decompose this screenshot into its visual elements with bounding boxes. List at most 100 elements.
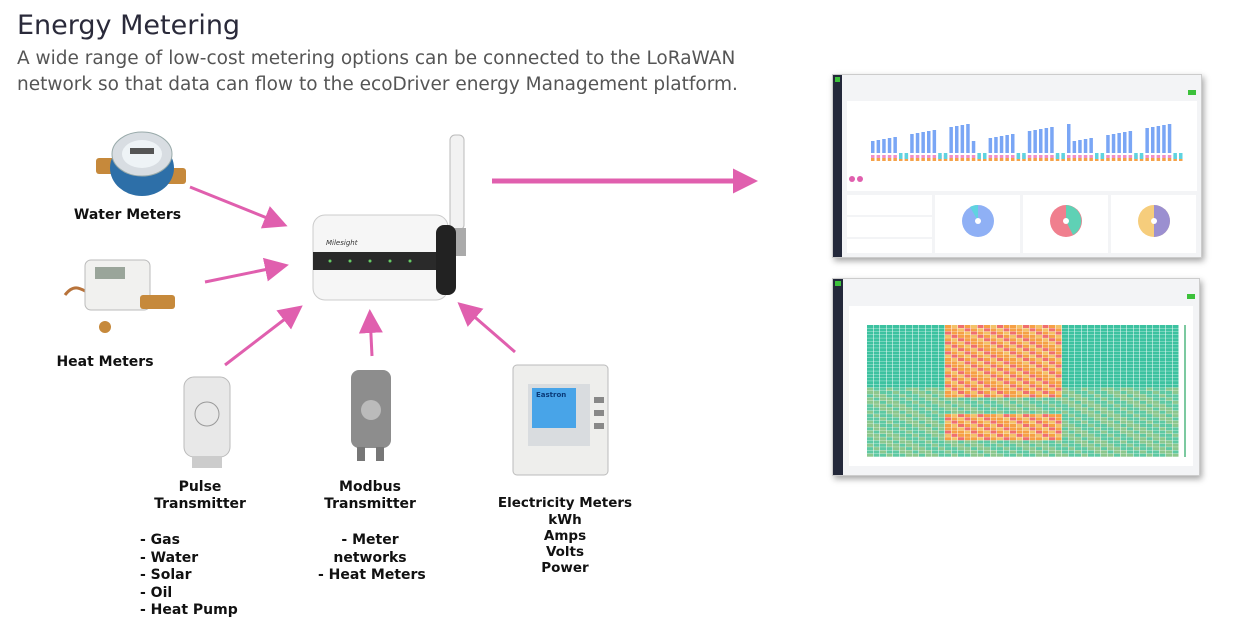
thumbnail-mark xyxy=(1094,437,1101,441)
thumbnail-mark xyxy=(919,443,925,447)
thumbnail-mark xyxy=(1133,384,1140,388)
thumbnail-mark xyxy=(951,338,958,342)
thumbnail-mark xyxy=(1055,453,1062,457)
thumbnail-mark xyxy=(1107,334,1114,338)
thumbnail-mark xyxy=(893,427,899,431)
thumbnail-mark xyxy=(893,348,899,352)
thumbnail-mark xyxy=(1120,453,1127,457)
thumbnail-mark xyxy=(1101,384,1107,388)
thumbnail-mark xyxy=(1042,400,1049,404)
thumbnail-mark xyxy=(1016,354,1023,358)
thumbnail-mark xyxy=(1107,358,1114,361)
thumbnail-mark xyxy=(958,430,964,434)
thumbnail-mark xyxy=(919,331,925,335)
thumbnail-mark xyxy=(1111,155,1116,158)
thumbnail-mark xyxy=(1088,407,1094,411)
thumbnail-mark xyxy=(867,424,873,427)
thumbnail-mark xyxy=(1042,404,1049,408)
thumbnail-mark xyxy=(906,325,912,328)
thumbnail-mark xyxy=(880,348,886,352)
thumbnail-mark xyxy=(1127,433,1133,437)
thumbnail-mark xyxy=(880,407,886,411)
thumbnail-mark xyxy=(938,397,945,401)
thumbnail-mark xyxy=(971,361,977,365)
thumbnail-mark xyxy=(1114,417,1120,421)
thumbnail-mark xyxy=(1107,433,1114,437)
thumbnail-mark xyxy=(1023,374,1029,378)
thumbnail-mark xyxy=(945,354,951,358)
thumbnail-mark xyxy=(997,410,1003,414)
thumbnail-mark xyxy=(1003,348,1010,352)
thumbnail-mark xyxy=(1029,381,1036,385)
thumbnail-mark xyxy=(1094,410,1101,414)
water-meters-label: Water Meters xyxy=(73,207,182,223)
thumbnail-mark xyxy=(906,328,912,332)
thumbnail-mark xyxy=(1167,124,1172,153)
thumbnail-mark xyxy=(1068,430,1075,434)
thumbnail-mark xyxy=(938,153,942,159)
thumbnail-mark xyxy=(919,427,925,431)
thumbnail-mark xyxy=(893,331,899,335)
thumbnail-mark xyxy=(925,377,932,381)
thumbnail-mark xyxy=(1010,427,1016,431)
thumbnail-mark xyxy=(945,407,951,411)
thumbnail-mark xyxy=(1120,381,1127,385)
thumbnail-mark xyxy=(925,410,932,414)
thumbnail-mark xyxy=(1101,328,1107,332)
thumbnail-mark xyxy=(964,374,971,378)
thumbnail-mark xyxy=(1101,430,1107,434)
thumbnail-mark xyxy=(1049,391,1055,394)
thumbnail-mark xyxy=(1068,341,1075,345)
thumbnail-mark xyxy=(925,354,932,358)
thumbnail-mark xyxy=(977,338,984,342)
thumbnail-mark xyxy=(1114,394,1120,398)
thumbnail-mark xyxy=(938,407,945,411)
thumbnail-mark xyxy=(1068,420,1075,424)
thumbnail-mark xyxy=(932,358,938,361)
thumbnail-mark xyxy=(943,153,948,159)
thumbnail-mark xyxy=(1042,433,1049,437)
thumbnail-mark xyxy=(925,433,932,437)
thumbnail-mark xyxy=(951,410,958,414)
thumbnail-mark xyxy=(1068,384,1075,388)
thumbnail-mark xyxy=(971,440,977,444)
thumbnail-mark xyxy=(984,437,990,441)
thumbnail-mark xyxy=(1127,328,1133,332)
thumbnail-mark xyxy=(1159,371,1166,375)
thumbnail-mark xyxy=(958,367,964,371)
thumbnail-mark xyxy=(997,443,1003,447)
thumbnail-mark xyxy=(932,414,938,418)
arrow-water-to-gateway xyxy=(189,185,288,229)
thumbnail-mark xyxy=(867,328,873,332)
thumbnail-mark xyxy=(971,358,977,361)
thumbnail-mark xyxy=(984,400,990,404)
thumbnail-mark xyxy=(1133,391,1140,394)
thumbnail-mark xyxy=(925,381,932,385)
thumbnail-mark xyxy=(932,377,938,381)
thumbnail-mark xyxy=(912,397,919,401)
thumbnail-mark xyxy=(1081,400,1088,404)
thumbnail-mark xyxy=(1023,351,1029,355)
thumbnail-mark xyxy=(997,391,1003,394)
thumbnail-mark xyxy=(1114,334,1120,338)
thumbnail-mark xyxy=(1010,410,1016,414)
thumbnail-mark xyxy=(964,377,971,381)
thumbnail-mark xyxy=(867,414,873,418)
thumbnail-mark xyxy=(1172,381,1179,385)
thumbnail-mark xyxy=(1049,371,1055,375)
thumbnail-mark xyxy=(1081,334,1088,338)
thumbnail-mark xyxy=(1120,371,1127,375)
thumbnail-mark xyxy=(1003,443,1010,447)
water-meter-image xyxy=(96,131,186,196)
thumbnail-mark xyxy=(977,358,984,361)
thumbnail-mark xyxy=(990,371,997,375)
thumbnail-mark xyxy=(925,400,932,404)
thumbnail-mark xyxy=(1029,331,1036,335)
thumbnail-mark xyxy=(1094,381,1101,385)
thumbnail-mark xyxy=(971,410,977,414)
thumbnail-mark xyxy=(1016,338,1023,342)
thumbnail-mark xyxy=(1072,141,1077,153)
thumbnail-mark xyxy=(1036,450,1042,454)
thumbnail-mark xyxy=(1061,158,1065,161)
thumbnail-mark xyxy=(1081,417,1088,421)
